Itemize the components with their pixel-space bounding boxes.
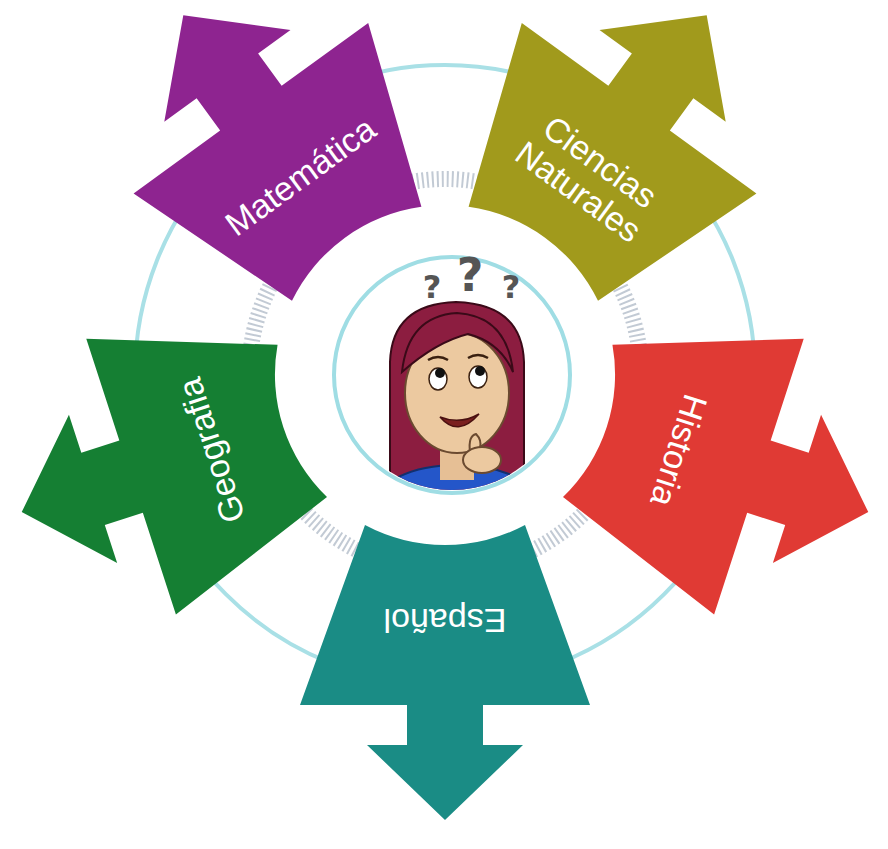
subject-arrow: Español bbox=[295, 525, 595, 820]
arrow-outline bbox=[416, 0, 824, 339]
arrow-outline bbox=[66, 0, 474, 339]
question-mark: ? bbox=[423, 271, 442, 303]
girl-illustration bbox=[375, 302, 539, 545]
subject-label: Español bbox=[384, 601, 507, 638]
arrow-shape bbox=[295, 525, 595, 820]
arrow-shape bbox=[541, 279, 888, 655]
arrow-outline bbox=[0, 283, 347, 650]
arrow-outline bbox=[543, 283, 888, 650]
inner-circle bbox=[334, 257, 570, 493]
subject-arrow: Geografia bbox=[0, 279, 349, 655]
question-mark: ? bbox=[457, 252, 484, 298]
question-mark: ? bbox=[502, 271, 521, 303]
subject-arrow: Historia bbox=[541, 279, 888, 655]
arrow-shape bbox=[0, 279, 349, 655]
arrow-outline bbox=[300, 525, 590, 820]
